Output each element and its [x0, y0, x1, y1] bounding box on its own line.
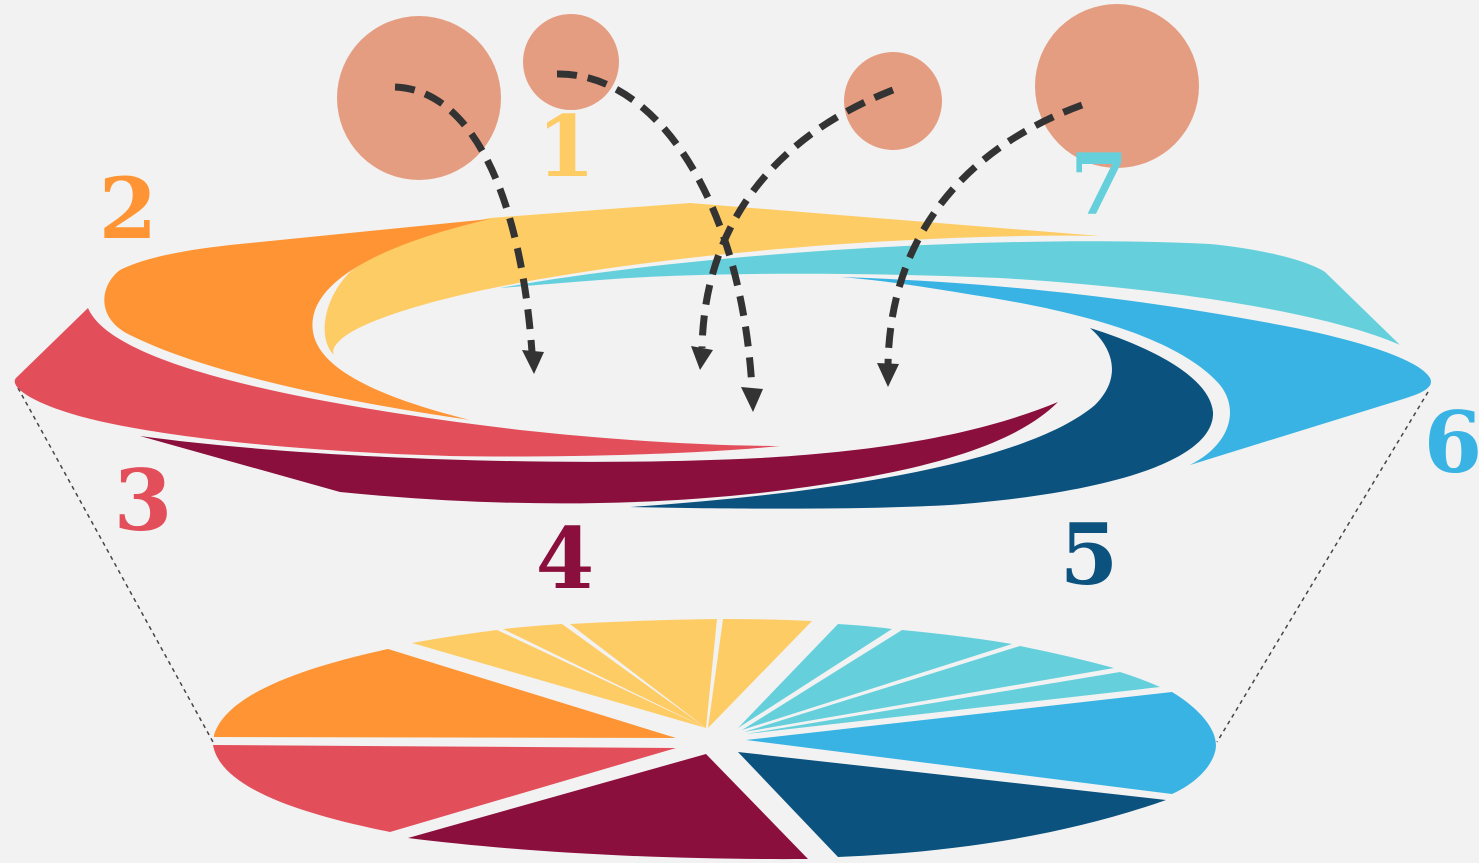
label-5: 5: [1060, 505, 1118, 604]
bubble-small: [523, 14, 619, 110]
spiral-ring: [15, 203, 1431, 509]
connector-line-left: [18, 388, 213, 742]
arrow-head-3: [691, 346, 713, 370]
label-1: 1: [537, 97, 595, 196]
label-2: 2: [99, 159, 157, 258]
arrow-heads: [522, 346, 899, 412]
label-4: 4: [536, 509, 594, 608]
arrow-head-1: [522, 350, 544, 374]
label-6: 6: [1424, 393, 1479, 492]
bubble-right-small: [844, 52, 942, 150]
pie-base: [213, 619, 1216, 859]
label-3: 3: [114, 451, 172, 550]
arrow-head-4: [877, 363, 899, 387]
pie-slice-yellow-3: [570, 619, 717, 728]
label-7: 7: [1070, 135, 1128, 234]
bubble-left-large: [337, 16, 501, 180]
arrow-head-2: [741, 387, 763, 412]
